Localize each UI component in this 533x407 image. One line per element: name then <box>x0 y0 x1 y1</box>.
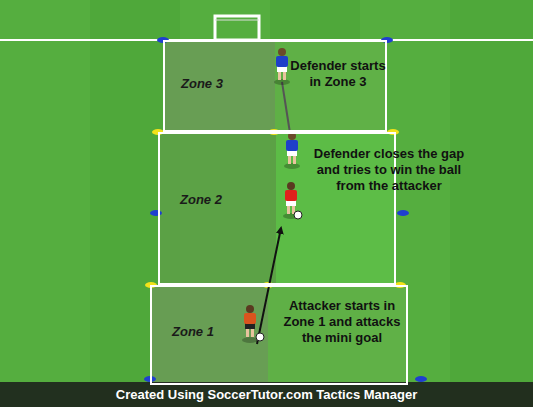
coaching-note: Attacker starts in Zone 1 and attacks th… <box>276 298 408 346</box>
zone-label: Zone 3 <box>181 76 223 91</box>
coaching-note: Defender starts in Zone 3 <box>290 58 386 90</box>
coaching-note: Defender closes the gap and tries to win… <box>304 146 474 194</box>
watermark: Created Using SoccerTutor.com Tactics Ma… <box>0 382 533 407</box>
zone-label: Zone 1 <box>172 324 214 339</box>
zone-label: Zone 2 <box>180 192 222 207</box>
